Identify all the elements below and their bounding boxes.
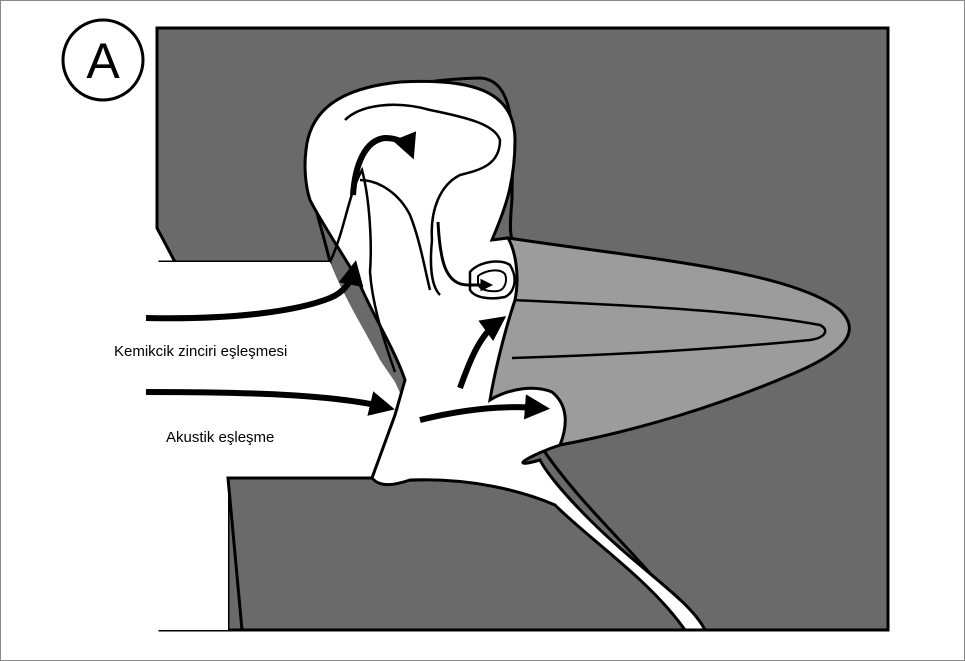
panel-label: A bbox=[86, 33, 120, 89]
acoustic-coupling-label: Akustik eşleşme bbox=[166, 429, 274, 446]
stapes bbox=[470, 261, 515, 298]
ossicular-coupling-label: Kemikcik zinciri eşleşmesi bbox=[114, 343, 287, 360]
